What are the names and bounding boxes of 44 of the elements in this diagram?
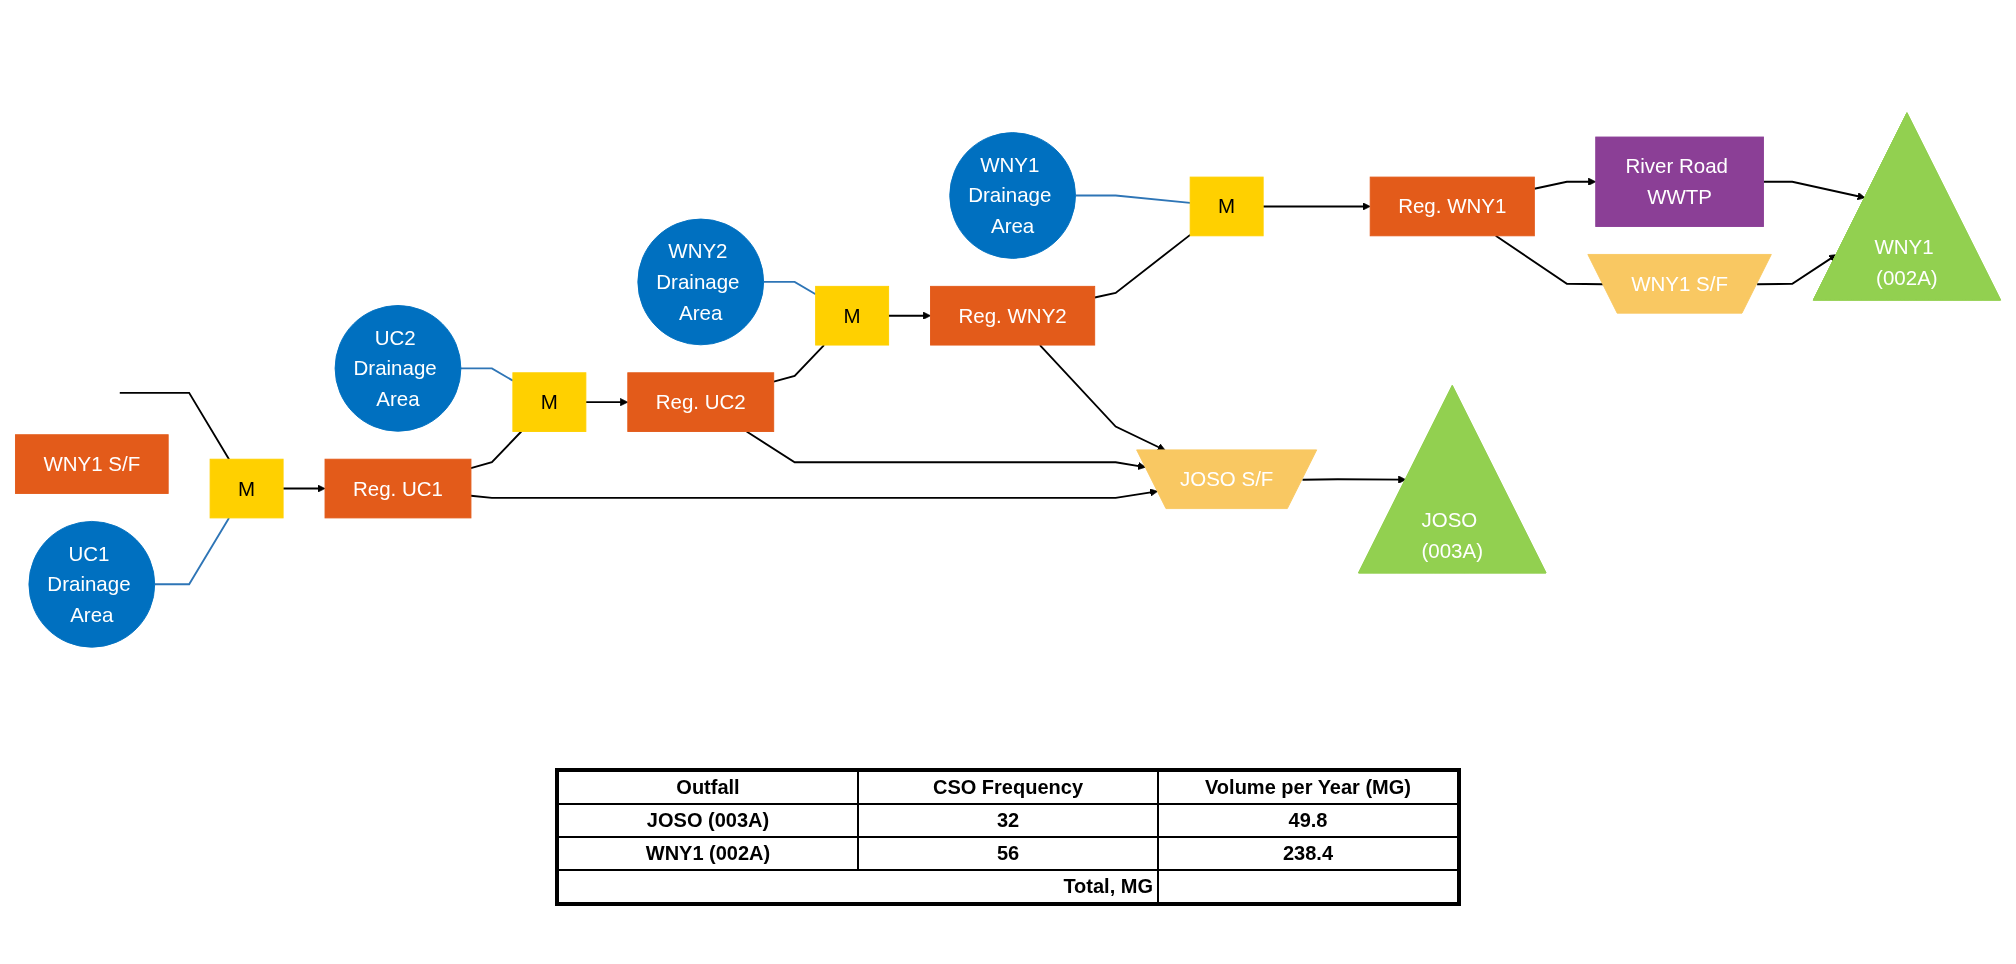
node-box: River Road WWTP [1595,136,1764,227]
table-cell: WNY1 (002A) [558,837,858,870]
arrow [282,484,326,493]
node-box: Reg. UC1 [324,458,472,519]
table-cell: 56 [858,837,1158,870]
node-circle: UC1 Drainage Area [28,520,156,648]
table-cell: Total, MG [558,870,1158,903]
arrow [470,488,1158,499]
arrow [1262,202,1371,211]
node-box: M [512,372,587,432]
connector [118,391,230,461]
node-box: Reg. WNY1 [1369,176,1535,237]
node-circle: WNY1 Drainage Area [949,132,1076,259]
connector [1074,194,1192,204]
arrow [1301,475,1407,484]
node-box: Reg. UC2 [627,372,775,432]
table-cell: 49.8 [1158,804,1458,837]
column-header: Volume per Year (MG) [1158,771,1458,804]
arrow [1038,344,1166,451]
connector [762,281,817,296]
node-circle: UC2 Drainage Area [334,305,462,432]
node-box: M [815,285,890,346]
connector [470,430,523,470]
arrow [584,398,629,407]
connector [1093,233,1192,299]
arrow [745,430,1146,470]
node-box: M [1189,176,1264,237]
column-header: Outfall [558,771,858,804]
arrow [1756,254,1838,286]
connector [459,367,514,382]
node-box: WNY1 S/F [15,434,169,494]
table-cell: JOSO (003A) [558,804,858,837]
arrow [1533,177,1597,190]
arrow [1762,180,1866,201]
column-header: CSO Frequency [858,771,1158,804]
table-cell: 238.4 [1158,837,1458,870]
table-cell: 32 [858,804,1158,837]
connector [772,344,825,383]
connector [153,517,230,586]
node-box: Reg. WNY2 [930,285,1096,346]
arrow [887,311,931,320]
node-box: M [209,458,284,519]
connector [1494,234,1604,286]
node-circle: WNY2 Drainage Area [637,218,765,346]
